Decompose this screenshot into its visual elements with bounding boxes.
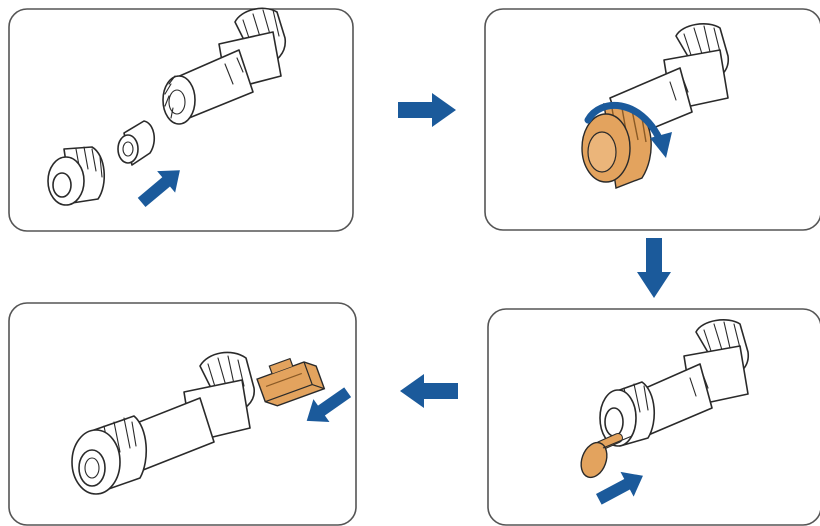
step-panel-1 [9,8,353,231]
flow-arrow-right-icon [398,93,456,127]
step-panel-4 [9,303,356,525]
step-panel-3 [488,309,820,525]
step-panel-2 [485,9,820,230]
flow-arrow-left-icon [400,374,458,408]
flow-arrow-down-icon [637,238,671,298]
